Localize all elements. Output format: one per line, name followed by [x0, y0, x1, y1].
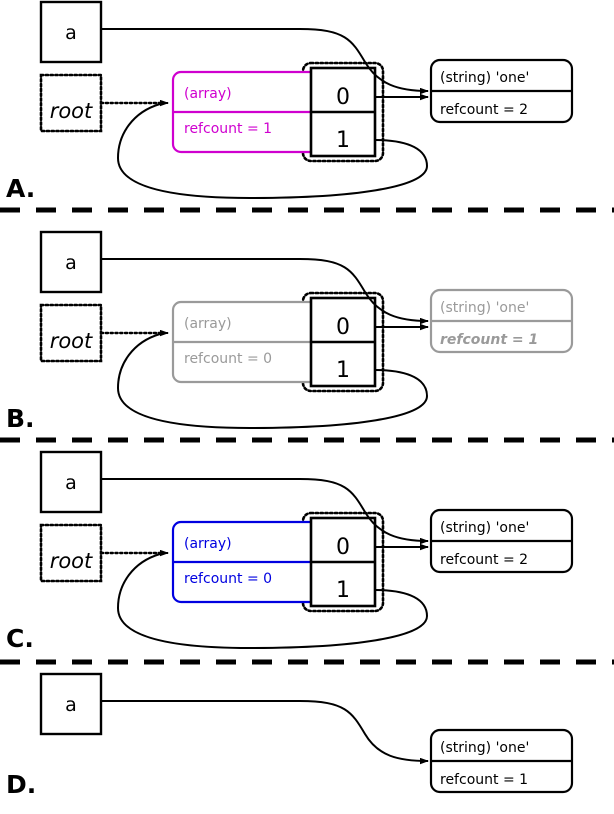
- array-node-refcount-label: refcount = 0: [184, 571, 272, 587]
- string-node-refcount-label: refcount = 1: [440, 772, 528, 788]
- root-box[interactable]: root: [39, 523, 103, 583]
- variable-box-a[interactable]: a: [39, 672, 103, 736]
- edge-a-to-string: [101, 700, 429, 765]
- array-cell-0[interactable]: 0: [336, 535, 350, 560]
- edge-a-to-string: [101, 478, 429, 545]
- array-node[interactable]: (array) refcount = 1: [171, 70, 315, 154]
- string-node-refcount-label: refcount = 1: [440, 332, 538, 348]
- array-cells: 0 1: [309, 296, 377, 388]
- array-node-refcount-label: refcount = 1: [184, 121, 272, 137]
- string-node[interactable]: (string) 'one' refcount = 1: [429, 728, 574, 794]
- panel-letter-A: A.: [6, 174, 35, 203]
- array-node-refcount-label: refcount = 0: [184, 351, 272, 367]
- array-cell-1[interactable]: 1: [336, 358, 350, 383]
- edge-a-to-string: [101, 258, 429, 325]
- array-node[interactable]: (array) refcount = 0: [171, 300, 315, 384]
- root-label: root: [50, 549, 93, 573]
- string-node-type-label: (string) 'one': [440, 520, 529, 536]
- array-cells: 0 1: [309, 516, 377, 608]
- panel-D: a (string) 'one' refcount = 1 D.: [6, 672, 574, 799]
- panel-A: a root (array) refcount = 1 0 1 (string): [0, 0, 614, 213]
- edge-a-to-string: [101, 28, 429, 95]
- string-node-type-label: (string) 'one': [440, 740, 529, 756]
- array-node-type-label: (array): [184, 316, 232, 332]
- edge-cell1-back-to-array: [116, 103, 429, 200]
- string-node[interactable]: (string) 'one' refcount = 2: [429, 58, 574, 124]
- string-node-refcount-label: refcount = 2: [440, 552, 528, 568]
- edge-cell1-back-to-array: [116, 333, 429, 430]
- array-cells: 0 1: [309, 66, 377, 158]
- array-cell-0[interactable]: 0: [336, 315, 350, 340]
- array-node-type-label: (array): [184, 86, 232, 102]
- string-node[interactable]: (string) 'one' refcount = 2: [429, 508, 574, 574]
- variable-label: a: [65, 22, 77, 44]
- variable-label: a: [65, 694, 77, 716]
- variable-box-a[interactable]: a: [39, 0, 103, 64]
- root-box[interactable]: root: [39, 73, 103, 133]
- string-node-type-label: (string) 'one': [440, 300, 529, 316]
- string-node-type-label: (string) 'one': [440, 70, 529, 86]
- root-label: root: [50, 99, 93, 123]
- root-box[interactable]: root: [39, 303, 103, 363]
- array-cell-1[interactable]: 1: [336, 128, 350, 153]
- array-cell-0[interactable]: 0: [336, 85, 350, 110]
- array-cell-1[interactable]: 1: [336, 578, 350, 603]
- panel-C: a root (array) refcount = 0 0 1 (string)…: [0, 450, 614, 665]
- edge-cell1-back-to-array: [116, 553, 429, 650]
- array-node-type-label: (array): [184, 536, 232, 552]
- variable-box-a[interactable]: a: [39, 450, 103, 514]
- string-node-refcount-label: refcount = 2: [440, 102, 528, 118]
- array-node[interactable]: (array) refcount = 0: [171, 520, 315, 604]
- panel-letter-C: C.: [6, 624, 34, 653]
- string-node[interactable]: (string) 'one' refcount = 1: [429, 288, 574, 354]
- variable-label: a: [65, 472, 77, 494]
- variable-label: a: [65, 252, 77, 274]
- variable-box-a[interactable]: a: [39, 230, 103, 294]
- panel-letter-D: D.: [6, 770, 36, 799]
- panel-letter-B: B.: [6, 404, 35, 433]
- root-label: root: [50, 329, 93, 353]
- panel-B: a root (array) refcount = 0 0 1 (string)…: [0, 230, 614, 443]
